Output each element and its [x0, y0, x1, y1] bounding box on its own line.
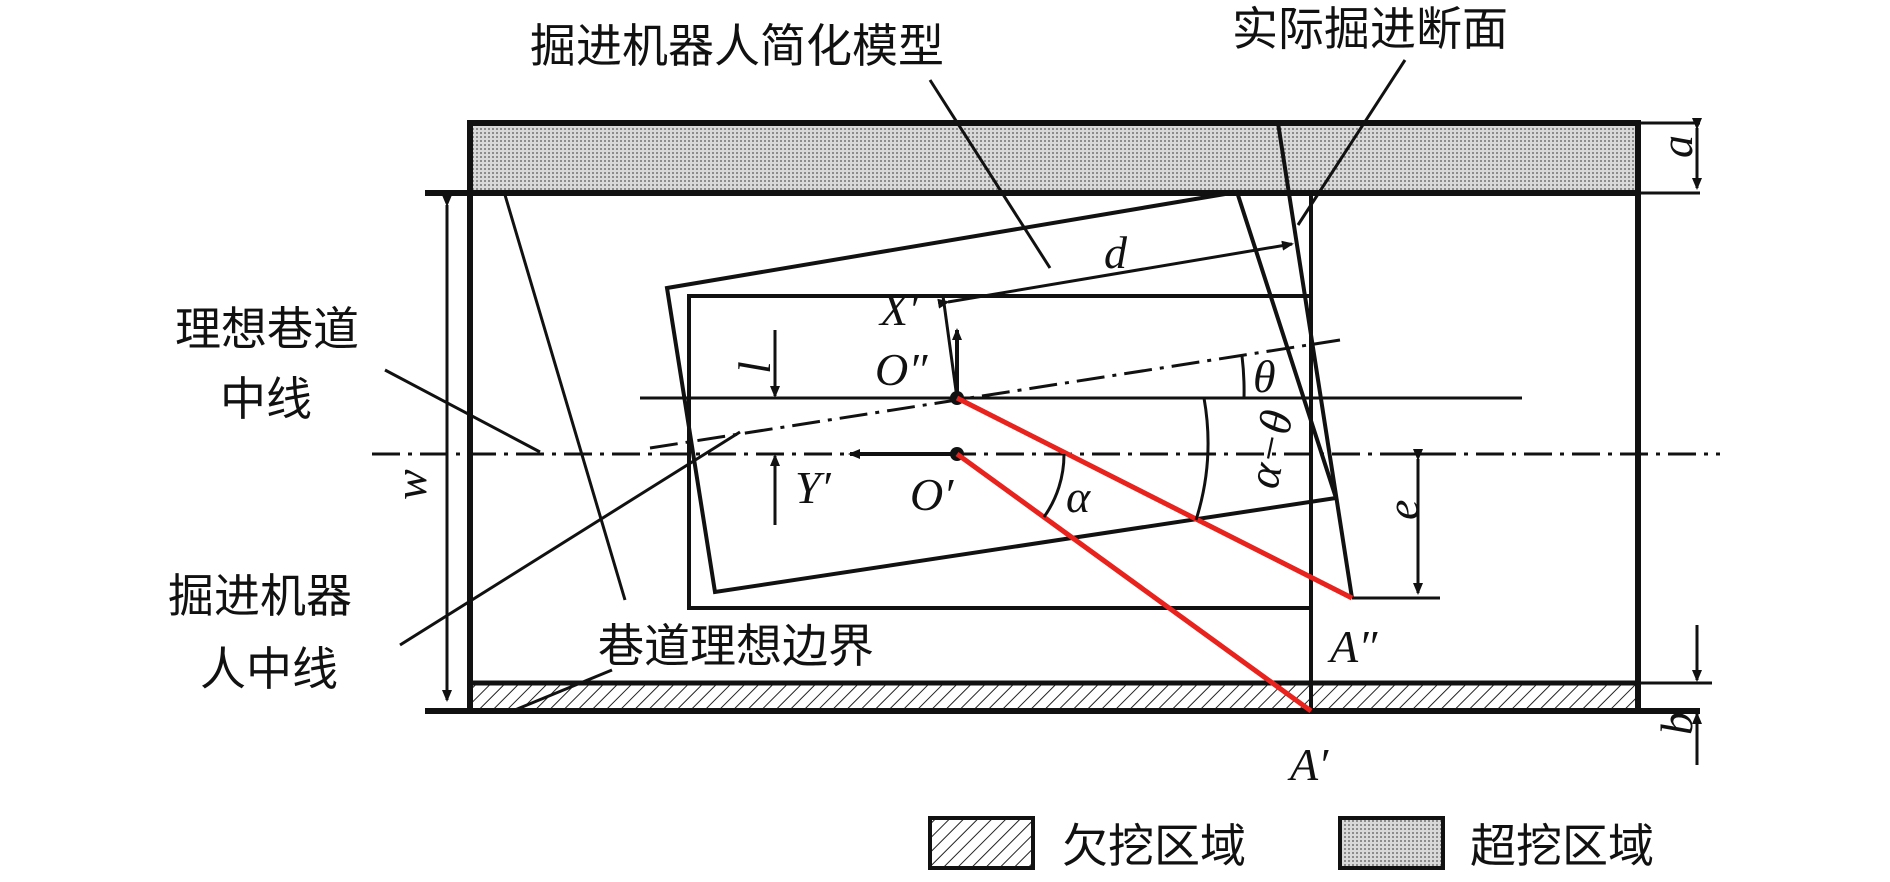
o-prime-label: O′ — [910, 469, 954, 520]
legend-over-swatch — [1338, 816, 1445, 870]
ideal-centerline-label-1: 理想巷道 — [175, 302, 359, 356]
robot-centerline — [649, 338, 1341, 450]
alpha-label: α — [1066, 471, 1091, 522]
ideal-centerline-label-2: 中线 — [220, 372, 312, 426]
e-label: e — [1377, 500, 1428, 520]
robot-centerline-label-1: 掘进机器 — [168, 569, 352, 623]
actual-section-title: 实际掘进断面 — [1232, 2, 1508, 56]
ideal-boundary-leader — [509, 668, 613, 714]
y-prime-label: Y′ — [795, 462, 832, 513]
l-label: l — [729, 361, 780, 374]
legend-over-label: 超挖区域 — [1470, 819, 1654, 873]
o-double-prime-label: O″ — [875, 344, 928, 395]
boundary-guide-line — [503, 194, 627, 601]
red-line-to-a-prime — [955, 451, 1313, 714]
ideal-centerline-leader — [384, 368, 541, 454]
theta-label: θ — [1253, 351, 1276, 402]
d-label: d — [1104, 227, 1128, 278]
theta-arc — [1240, 355, 1246, 399]
actual-face-line — [1276, 122, 1354, 599]
alpha-arc — [1042, 453, 1066, 518]
a-double-prime-label: A″ — [1327, 621, 1378, 672]
x-prime-label: X′ — [878, 284, 919, 335]
w-label: w — [385, 469, 436, 500]
red-line-to-a-double-prime — [955, 395, 1354, 601]
ideal-robot-rectangle — [687, 294, 1313, 610]
b-label: b — [1651, 712, 1702, 735]
robot-model-leader — [928, 79, 1052, 269]
legend: 欠挖区域 超挖区域 — [928, 816, 1654, 873]
d-dimension — [937, 240, 1294, 309]
x-axis-tilted — [941, 295, 959, 399]
a-prime-label: A′ — [1287, 739, 1329, 790]
robot-centerline-label-2: 人中线 — [200, 642, 338, 696]
alpha-minus-theta-arc — [1194, 397, 1210, 521]
a-label: a — [1651, 135, 1702, 158]
under-excavation-band — [467, 680, 1641, 714]
ideal-boundary-label: 巷道理想边界 — [598, 619, 874, 673]
legend-under-swatch — [928, 816, 1035, 870]
robot-model-title: 掘进机器人简化模型 — [530, 19, 944, 73]
over-excavation-band — [467, 120, 1641, 196]
robot-centerline-leader — [399, 430, 741, 647]
alpha-minus-theta-label: α−θ — [1237, 406, 1303, 493]
actual-section-leader — [1296, 59, 1407, 226]
legend-under-label: 欠挖区域 — [1062, 819, 1246, 873]
